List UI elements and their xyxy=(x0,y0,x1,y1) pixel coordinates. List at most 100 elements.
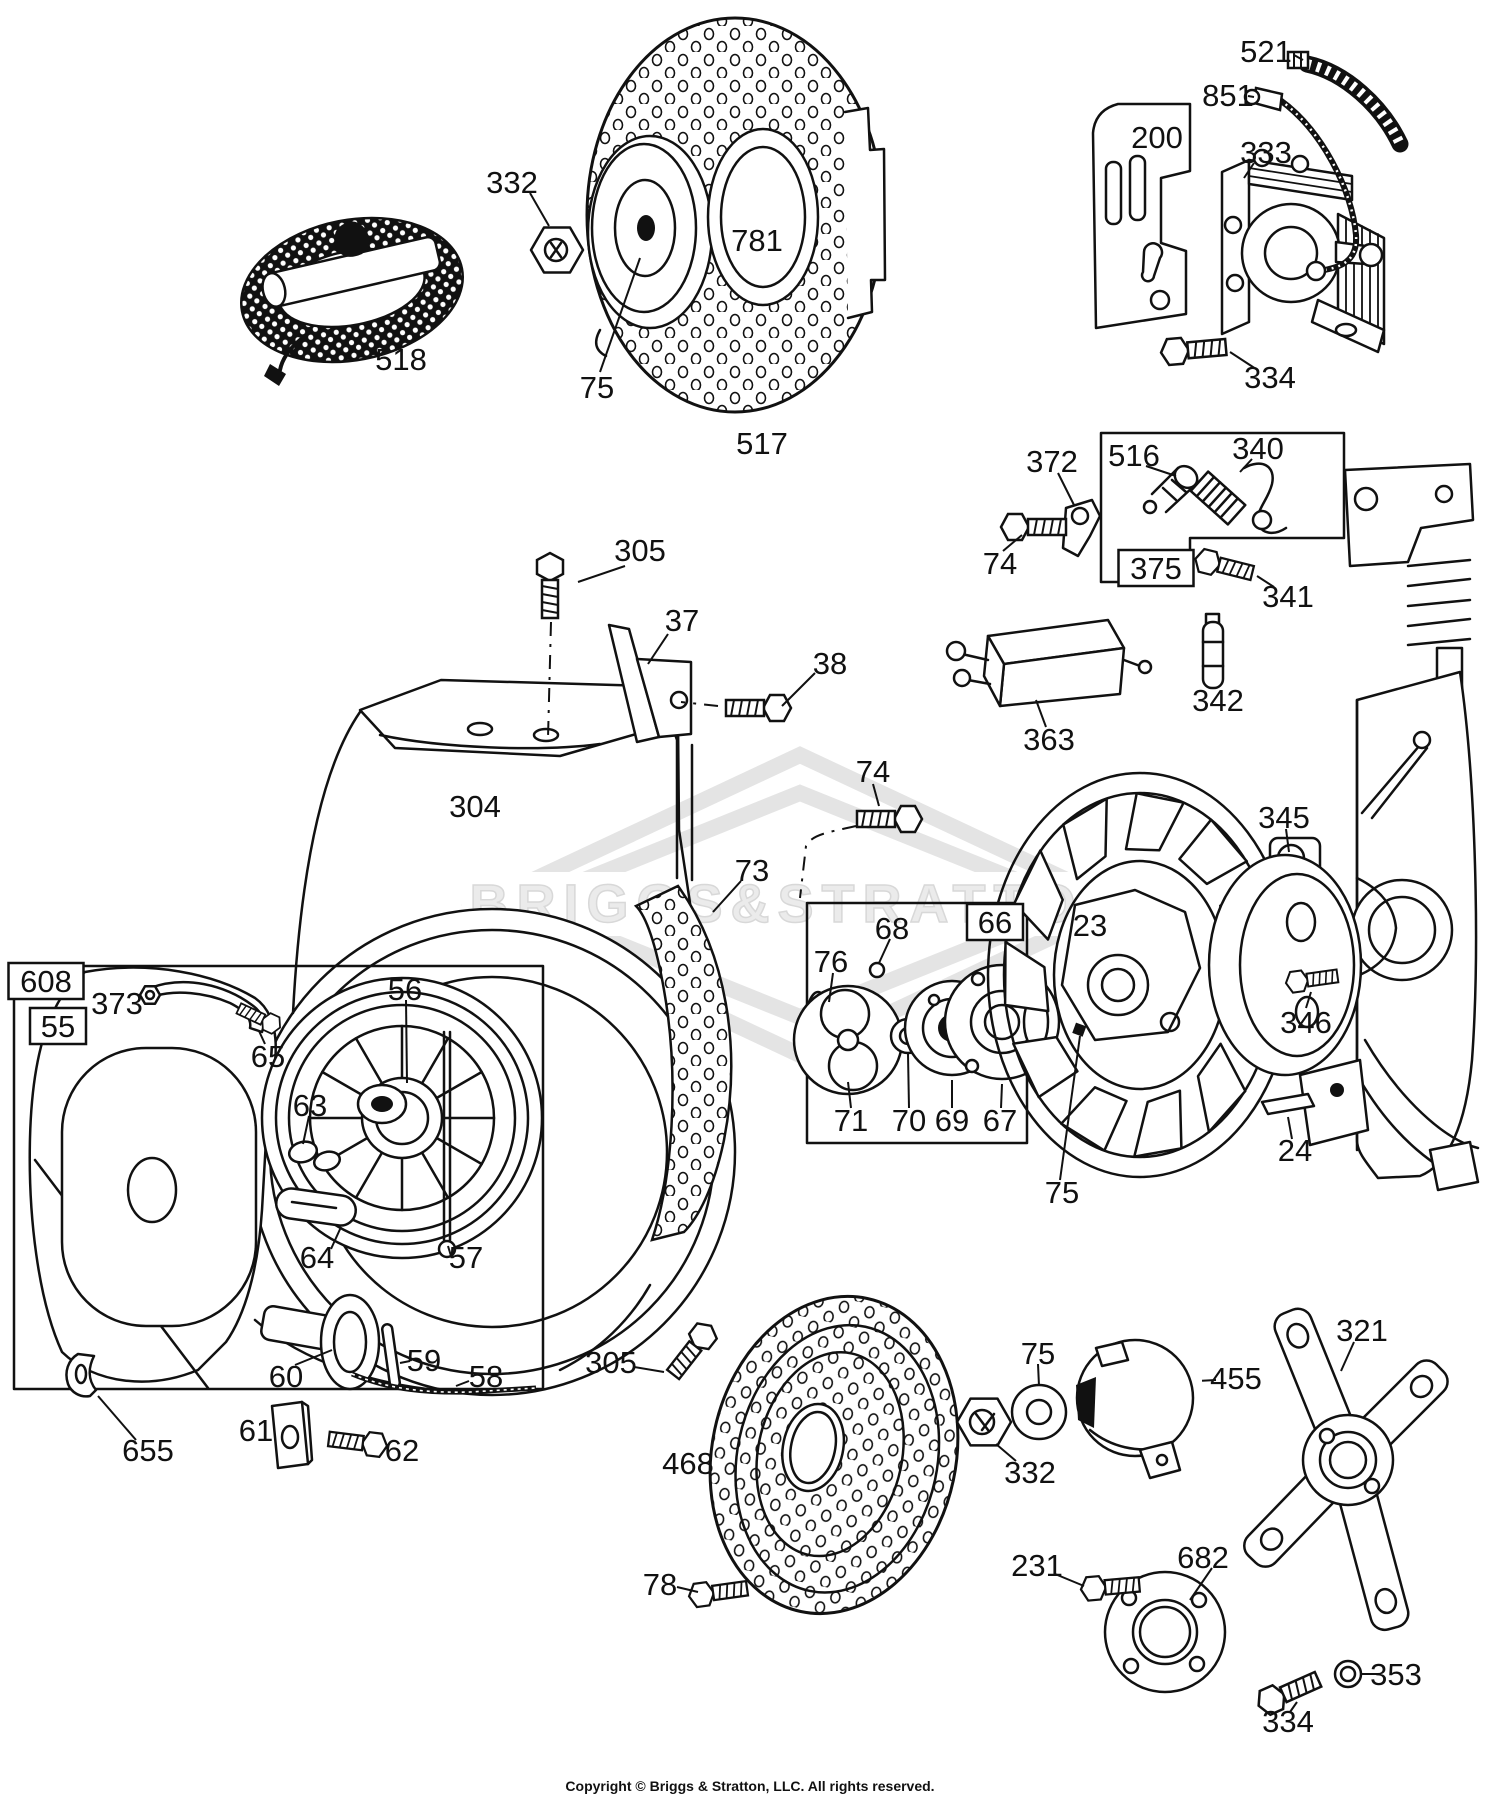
callout-65: 65 xyxy=(251,1039,285,1074)
callout-68: 68 xyxy=(875,911,909,946)
pulley-spoke xyxy=(321,1070,369,1100)
part-37-bracket-art xyxy=(607,623,693,744)
callout-372: 372 xyxy=(1026,444,1078,479)
part-38-screw xyxy=(724,693,793,723)
callout-334: 334 xyxy=(1244,360,1296,395)
leader-lines xyxy=(97,54,1380,1713)
callout-76: 76 xyxy=(814,944,848,979)
callout-608: 608 xyxy=(20,964,72,999)
part-342-fuse-art xyxy=(1201,612,1225,690)
part-345-rotor-art xyxy=(1207,853,1363,1077)
callout-455: 455 xyxy=(1210,1361,1262,1396)
callout-box-375 xyxy=(1117,548,1195,588)
flywheel-fin xyxy=(1178,818,1249,886)
part-851-wire-art xyxy=(1243,86,1360,282)
part-333-coil-art xyxy=(1220,148,1386,354)
part-58-rope-art xyxy=(351,1371,537,1395)
flywheel-fin xyxy=(1012,1035,1079,1099)
callout-75: 75 xyxy=(580,370,614,405)
callout-70: 70 xyxy=(892,1103,926,1138)
callout-363: 363 xyxy=(1023,722,1075,757)
part-73-screen-art xyxy=(633,884,733,1242)
pulley-spoke xyxy=(354,1151,384,1199)
callout-353: 353 xyxy=(1370,1657,1422,1692)
part-373-nut-art xyxy=(138,985,162,1005)
callout-781: 781 xyxy=(731,223,783,258)
part-682-flange-art xyxy=(1103,1570,1227,1694)
callout-341: 341 xyxy=(1262,579,1314,614)
part-74-bolt-upper xyxy=(999,512,1068,542)
callout-67: 67 xyxy=(983,1103,1017,1138)
callout-468: 468 xyxy=(662,1446,714,1481)
callout-24: 24 xyxy=(1278,1133,1312,1168)
callout-74: 74 xyxy=(856,754,890,789)
part-332-nut-bottom-art xyxy=(955,1397,1013,1447)
part-63-pins-art xyxy=(287,1140,342,1172)
part-321-spider-art xyxy=(1243,1307,1449,1632)
flywheel-fin xyxy=(1196,1042,1247,1134)
callout-332: 332 xyxy=(486,165,538,200)
callout-62: 62 xyxy=(385,1433,419,1468)
part-74-bolt-lower xyxy=(855,804,924,834)
part-455-clutch-art xyxy=(1075,1338,1195,1480)
callout-64: 64 xyxy=(300,1240,334,1275)
flywheel-fin xyxy=(1062,797,1108,881)
callout-56: 56 xyxy=(388,972,422,1007)
callout-345: 345 xyxy=(1258,800,1310,835)
flywheel-fin xyxy=(1003,940,1050,1013)
callout-516: 516 xyxy=(1108,438,1160,473)
callout-346: 346 xyxy=(1280,1005,1332,1040)
callout-59: 59 xyxy=(407,1343,441,1378)
callout-38: 38 xyxy=(813,646,847,681)
callout-851: 851 xyxy=(1202,78,1254,113)
callout-75: 75 xyxy=(1021,1336,1055,1371)
callout-66: 66 xyxy=(978,905,1012,940)
part-655-clip-art xyxy=(65,1352,98,1398)
part-64-link-art xyxy=(274,1187,358,1227)
callout-332: 332 xyxy=(1004,1455,1056,1490)
callout-58: 58 xyxy=(469,1359,503,1394)
callout-61: 61 xyxy=(239,1413,273,1448)
part-60-handle-art xyxy=(260,1293,381,1391)
callout-305: 305 xyxy=(585,1345,637,1380)
part-61-plate-art xyxy=(270,1400,314,1470)
part-372-lever-art xyxy=(1061,498,1102,558)
part-62-bolt xyxy=(326,1426,390,1459)
callout-340: 340 xyxy=(1232,431,1284,466)
callout-78: 78 xyxy=(643,1567,677,1602)
callout-71: 71 xyxy=(834,1103,868,1138)
part-24-key-art xyxy=(1260,1092,1316,1116)
callout-342: 342 xyxy=(1192,683,1244,718)
callout-321: 321 xyxy=(1336,1313,1388,1348)
part-200-plate-art xyxy=(1091,102,1192,330)
part-341-screw xyxy=(1191,546,1257,586)
callout-655: 655 xyxy=(122,1433,174,1468)
part-56-pulley-art xyxy=(260,976,544,1260)
part-334-screw-top xyxy=(1158,332,1229,367)
callout-200: 200 xyxy=(1131,120,1183,155)
group-box-516-340 xyxy=(1099,431,1346,584)
part-55-housing-art xyxy=(28,966,277,1390)
part-517-screen-art xyxy=(585,16,887,414)
callout-57: 57 xyxy=(449,1240,483,1275)
callout-334: 334 xyxy=(1262,1704,1314,1739)
part-340-link-art xyxy=(1189,462,1288,535)
part-305-bolt-top xyxy=(535,551,565,620)
callout-74: 74 xyxy=(983,546,1017,581)
callout-box-608 xyxy=(7,961,85,1001)
callout-305: 305 xyxy=(614,533,666,568)
part-75-washer-art xyxy=(1010,1383,1068,1441)
pulley-spoke xyxy=(354,1037,384,1085)
flywheel-fin xyxy=(1013,849,1064,941)
callout-517: 517 xyxy=(736,426,788,461)
callout-box-55 xyxy=(28,1006,88,1046)
callout-231: 231 xyxy=(1011,1548,1063,1583)
callout-60: 60 xyxy=(269,1359,303,1394)
callout-55: 55 xyxy=(41,1009,75,1044)
part-332-nut-top-art xyxy=(529,226,585,274)
part-363-switch-art xyxy=(945,618,1153,708)
part-521-hose-art xyxy=(1286,50,1409,153)
